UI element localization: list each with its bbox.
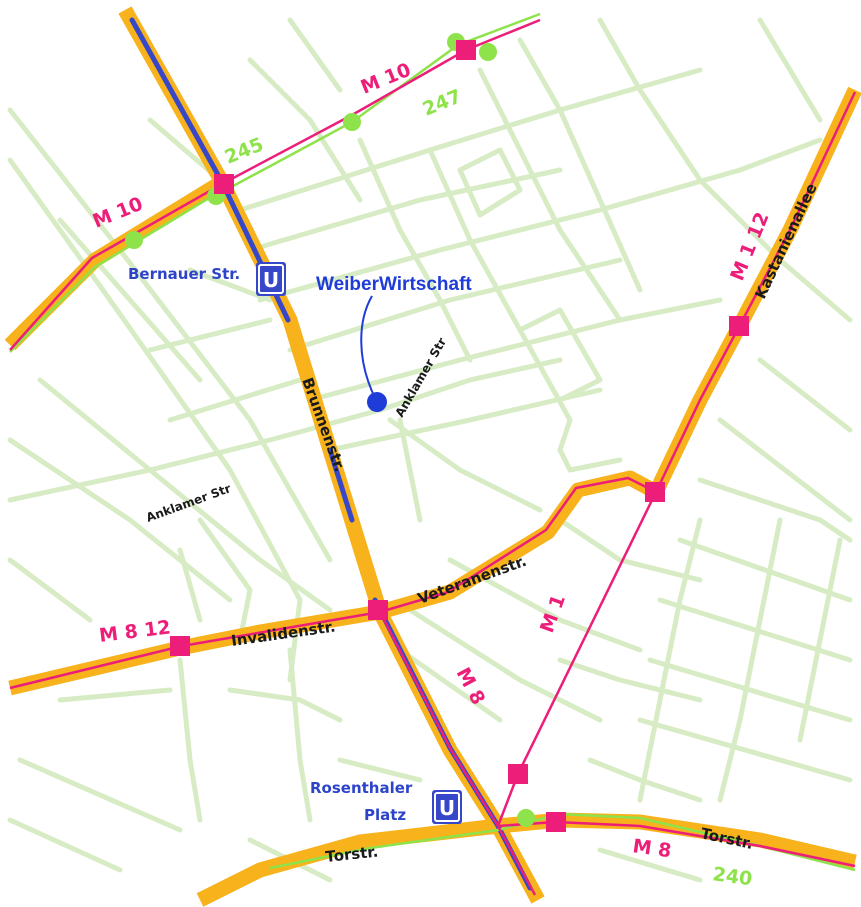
- tram-stop-square-icon: [645, 482, 665, 502]
- bus-stop-dot-icon: [517, 809, 535, 827]
- tram-label-m8-torstr: M 8: [631, 835, 672, 862]
- tram-stop-square-icon: [170, 636, 190, 656]
- bus-label-247: 247: [420, 85, 465, 120]
- label-anklamer-horiz: Anklamer Str: [144, 481, 233, 525]
- svg-text:U: U: [263, 268, 279, 292]
- tram-stop-square-icon: [456, 40, 476, 60]
- bus-stop-dot-icon: [479, 43, 497, 61]
- location-pin-icon: [367, 392, 387, 412]
- tram-label-m10-upper: M 10: [358, 59, 414, 99]
- bus-stop-dot-icon: [125, 231, 143, 249]
- tram-stop-square-icon: [729, 316, 749, 336]
- ubahn-sign-icon: [432, 790, 462, 824]
- bus-lines: [9, 12, 856, 872]
- station-rosenthaler-line2: Platz: [364, 806, 406, 824]
- ubahn-sign-bernauer: U: [256, 262, 286, 296]
- tram-m8-diag: [378, 611, 537, 896]
- tram-stop-square-icon: [508, 764, 528, 784]
- label-veteranenstr: Veteranenstr.: [415, 552, 529, 608]
- poi-name: WeiberWirtschaft: [316, 274, 472, 295]
- bus-stops: [125, 33, 535, 827]
- tram-stop-square-icon: [214, 174, 234, 194]
- street-invalidenstr: [8, 470, 660, 696]
- svg-text:U: U: [439, 796, 455, 820]
- ubahn-sign-icon: [256, 262, 286, 296]
- side-streets: [7, 17, 853, 883]
- tram-torstr: [497, 820, 856, 868]
- tram-m8-12: [9, 476, 657, 690]
- tram-stops: [170, 40, 749, 832]
- bus-label-240: 240: [711, 863, 753, 890]
- ubahn-sign-rosenthaler: U: [432, 790, 462, 824]
- tram-lines: [9, 18, 857, 896]
- tram-stop-square-icon: [368, 600, 388, 620]
- label-torstr-right: Torstr.: [699, 824, 755, 853]
- tram-label-m8-diag: M 8: [452, 664, 490, 709]
- station-rosenthaler-line1: Rosenthaler: [310, 779, 413, 797]
- tram-label-m8-12: M 8 12: [98, 616, 172, 647]
- station-bernauer: Bernauer Str.: [128, 265, 240, 283]
- tram-label-m1-diag: M 1: [536, 592, 570, 636]
- bus-stop-dot-icon: [343, 113, 361, 131]
- tram-m10: [9, 18, 541, 351]
- poi-marker: WeiberWirtschaft: [316, 274, 472, 412]
- label-torstr-left: Torstr.: [325, 843, 380, 866]
- tram-stop-square-icon: [546, 812, 566, 832]
